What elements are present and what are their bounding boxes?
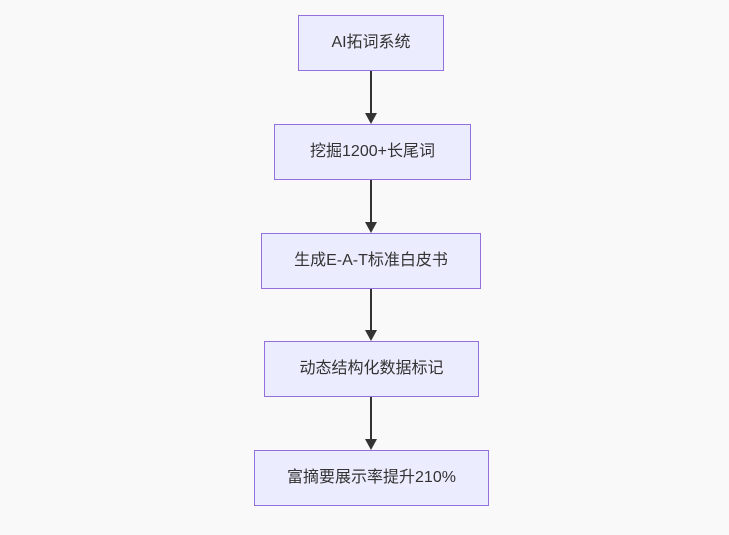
flow-arrow-1-to-2: [364, 71, 378, 124]
arrow-line: [370, 289, 372, 332]
arrow-line: [370, 397, 372, 441]
flow-arrow-2-to-3: [364, 180, 378, 233]
arrow-line: [370, 71, 372, 115]
arrow-down-icon: [365, 222, 377, 233]
flow-node-ai-keyword-system: AI拓词系统: [298, 15, 444, 71]
arrow-line: [370, 180, 372, 224]
arrow-down-icon: [365, 330, 377, 341]
flow-node-eat-whitepaper: 生成E-A-T标准白皮书: [261, 233, 481, 289]
arrow-down-icon: [365, 113, 377, 124]
flow-node-structured-data-markup: 动态结构化数据标记: [264, 341, 479, 397]
arrow-down-icon: [365, 439, 377, 450]
flow-node-longtail-mining: 挖掘1200+长尾词: [274, 124, 471, 180]
flow-arrow-4-to-5: [364, 397, 378, 450]
flow-node-rich-snippet-uplift: 富摘要展示率提升210%: [254, 450, 489, 506]
flow-arrow-3-to-4: [364, 289, 378, 341]
